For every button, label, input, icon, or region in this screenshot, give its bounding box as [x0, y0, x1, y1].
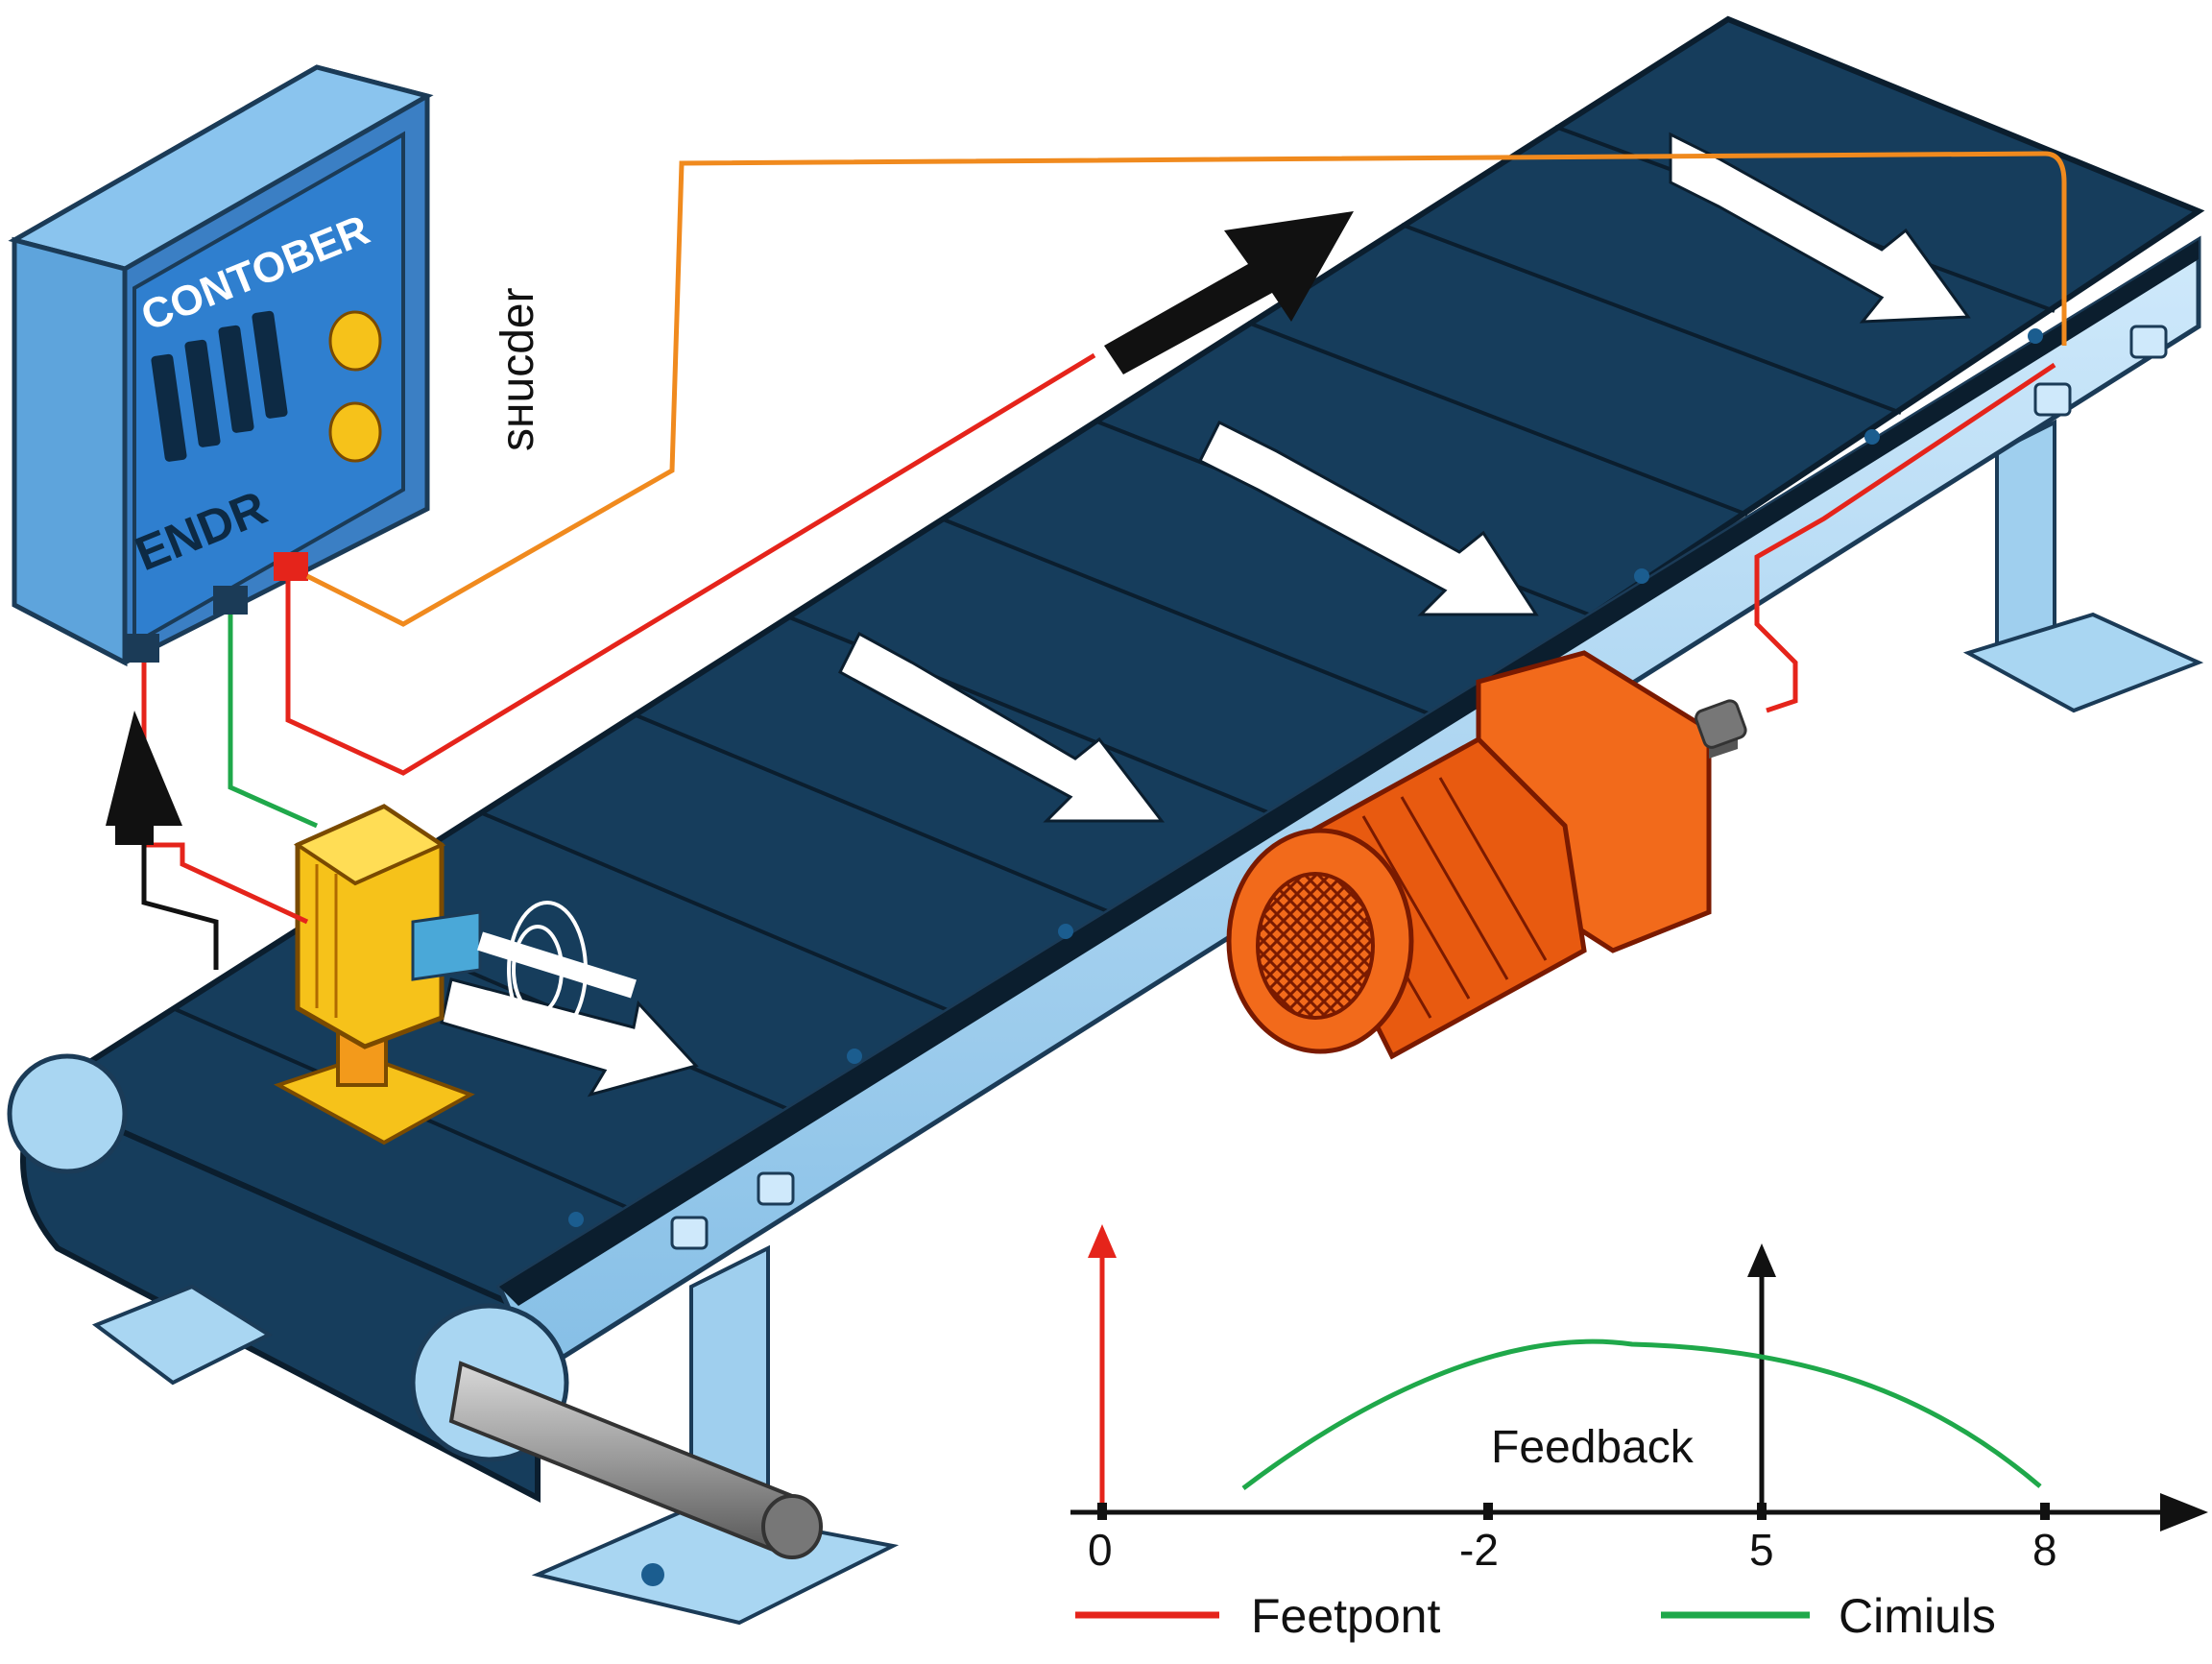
legend-label: Cimiuls — [1839, 1589, 1996, 1643]
tick-label: -2 — [1459, 1525, 1499, 1575]
motor — [1226, 650, 1747, 1060]
feedback-chart: Feedback 0 -2 5 8 Feetpont Cimiuls — [1070, 1224, 2208, 1643]
wire-orange — [305, 151, 2067, 627]
indicator-light — [328, 401, 382, 463]
controller-box: CONTOBER ENDR — [8, 64, 434, 667]
wire-red — [1754, 362, 2056, 713]
end-roller — [7, 1053, 541, 1503]
tick-marks — [1097, 1503, 2050, 1520]
wire-green — [228, 615, 319, 829]
side-label: sнucder — [493, 287, 543, 451]
arrow-icon — [1669, 132, 1971, 324]
legend-label: Feetpont — [1251, 1589, 1440, 1643]
tick-label: 0 — [1088, 1525, 1113, 1575]
arrow-icon — [1104, 211, 1354, 374]
wire-red — [141, 663, 309, 925]
tick-label: 5 — [1749, 1525, 1774, 1575]
x-axis-arrow-icon — [2160, 1493, 2208, 1531]
indicator-light — [328, 310, 382, 372]
side-rail — [495, 235, 2201, 1377]
wire-red — [285, 352, 1096, 776]
arrow-icon — [838, 631, 1166, 823]
proximity-sensor — [274, 804, 637, 1146]
series-line — [1241, 1338, 2042, 1490]
tick-label: 8 — [2032, 1525, 2057, 1575]
arrow-icon — [1197, 420, 1539, 616]
frame-leg-back — [1962, 419, 2204, 713]
chart-annotation: Feedback — [1491, 1422, 1695, 1473]
drive-shaft — [410, 1303, 823, 1559]
belt-arrows — [440, 132, 1971, 1097]
marker-black-arrow-icon — [1747, 1243, 1776, 1277]
arrow-up-icon — [106, 711, 182, 845]
marker-red-arrow-icon — [1088, 1224, 1117, 1258]
arrow-icon — [440, 977, 699, 1097]
